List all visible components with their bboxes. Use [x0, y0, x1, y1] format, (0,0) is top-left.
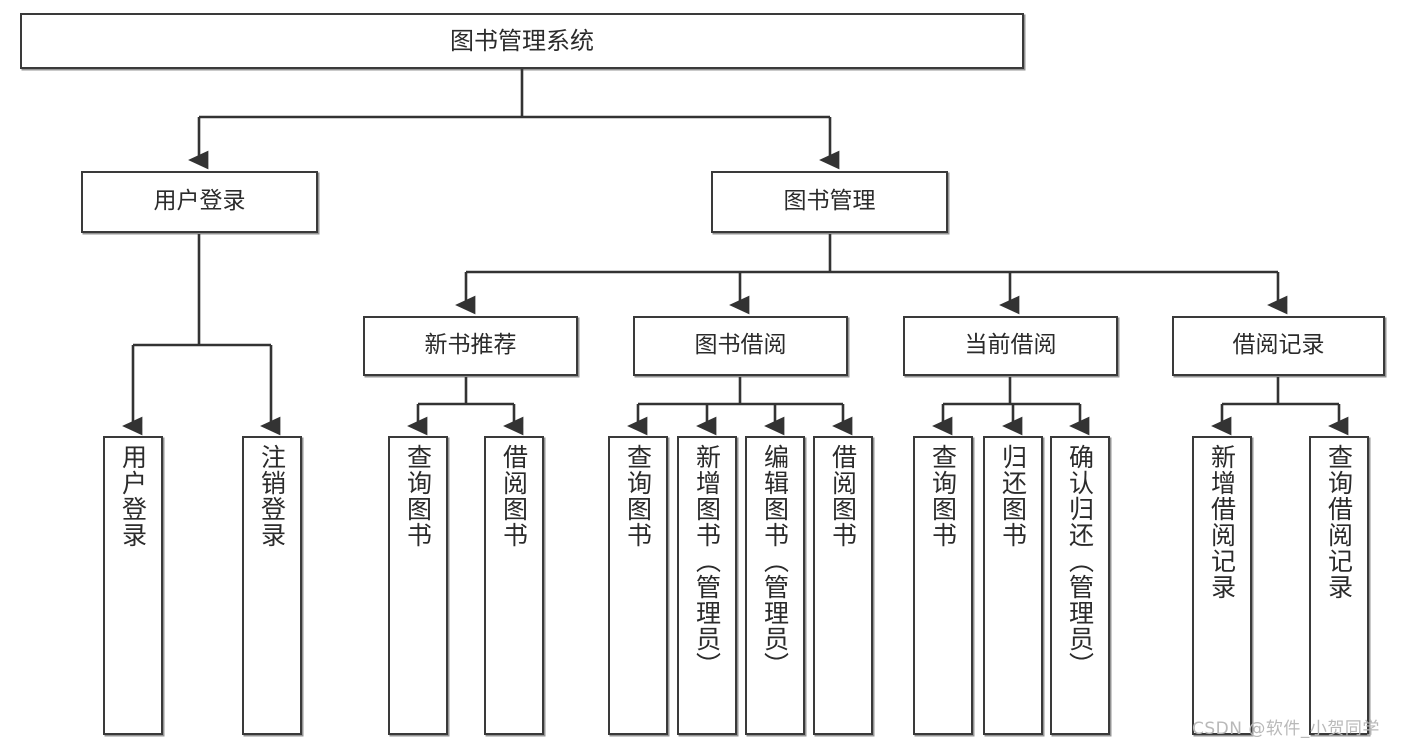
edge-group-new-book: [407, 377, 524, 436]
node-leaf-borrow-book-1[interactable]: 借阅图书: [484, 436, 544, 735]
node-leaf-add-record[interactable]: 新增借阅记录: [1192, 436, 1252, 735]
node-book-manage[interactable]: 图书管理: [711, 171, 948, 233]
edge-group-root: [188, 69, 840, 170]
node-label: 查询图书: [623, 444, 653, 548]
node-label: 归还图书: [998, 444, 1028, 548]
edge-group-user-login: [122, 234, 281, 436]
node-label: 编辑图书（管理员）: [760, 444, 790, 678]
node-label: 新增图书（管理员）: [692, 444, 722, 678]
edge-group-borrow-record: [1211, 377, 1349, 436]
node-label: 当前借阅: [964, 332, 1057, 359]
node-label: 查询借阅记录: [1324, 444, 1354, 600]
node-label: 注销登录: [257, 444, 287, 548]
node-leaf-return-book[interactable]: 归还图书: [983, 436, 1043, 735]
node-book-borrow[interactable]: 图书借阅: [633, 316, 848, 376]
node-leaf-query-book-1[interactable]: 查询图书: [388, 436, 448, 735]
node-label: 图书管理: [783, 188, 876, 215]
node-leaf-user-login[interactable]: 用户登录: [103, 436, 163, 735]
node-label: 用户登录: [153, 188, 246, 215]
node-current-borrow[interactable]: 当前借阅: [903, 316, 1118, 376]
node-label: 用户登录: [118, 444, 148, 548]
node-label: 新书推荐: [424, 332, 517, 359]
node-label: 图书管理系统: [450, 26, 594, 55]
node-leaf-borrow-book-2[interactable]: 借阅图书: [813, 436, 873, 735]
node-leaf-query-book-2[interactable]: 查询图书: [608, 436, 668, 735]
node-label: 查询图书: [928, 444, 958, 548]
node-new-book-recommend[interactable]: 新书推荐: [363, 316, 578, 376]
node-root-system[interactable]: 图书管理系统: [20, 13, 1024, 69]
node-label: 图书借阅: [694, 332, 787, 359]
node-leaf-query-book-3[interactable]: 查询图书: [913, 436, 973, 735]
node-label: 查询图书: [403, 444, 433, 548]
edge-group-book-manage: [455, 234, 1288, 315]
node-label: 借阅图书: [828, 444, 858, 548]
node-label: 借阅图书: [499, 444, 529, 548]
node-leaf-edit-book[interactable]: 编辑图书（管理员）: [745, 436, 805, 735]
node-leaf-query-record[interactable]: 查询借阅记录: [1309, 436, 1369, 735]
node-leaf-logout-login[interactable]: 注销登录: [242, 436, 302, 735]
node-label: 新增借阅记录: [1207, 444, 1237, 600]
node-user-login[interactable]: 用户登录: [81, 171, 318, 233]
edge-group-current-borrow: [932, 377, 1090, 436]
node-leaf-add-book[interactable]: 新增图书（管理员）: [677, 436, 737, 735]
edge-group-book-borrow: [627, 377, 853, 436]
node-borrow-record[interactable]: 借阅记录: [1172, 316, 1385, 376]
node-label: 借阅记录: [1232, 332, 1325, 359]
node-leaf-confirm-return[interactable]: 确认归还（管理员）: [1050, 436, 1110, 735]
node-label: 确认归还（管理员）: [1065, 444, 1095, 678]
